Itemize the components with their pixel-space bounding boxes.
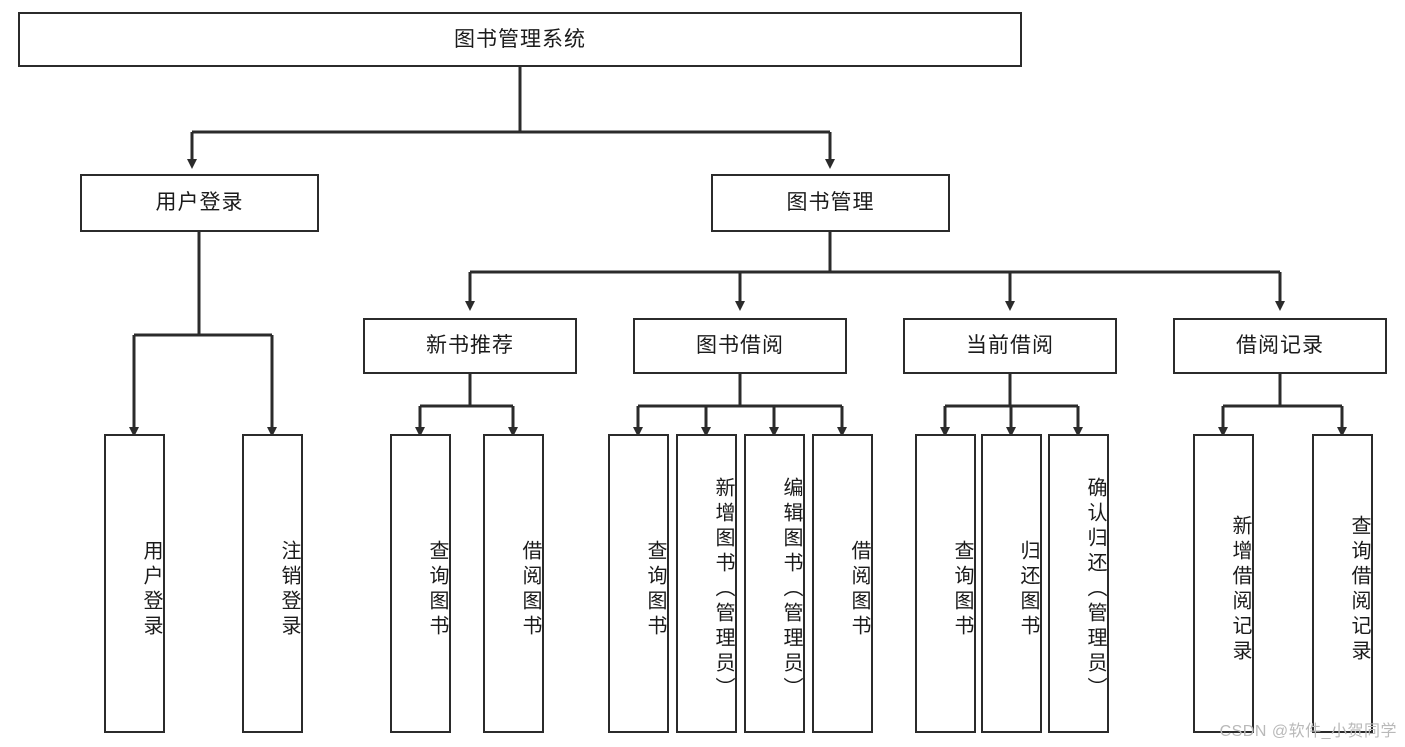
leaf-current-confirm-return[interactable]: 确认归还（管理员） (1048, 434, 1109, 733)
node-label: 编辑图书（管理员） (780, 477, 802, 702)
node-label: 图书借阅 (696, 334, 784, 358)
leaf-borrow-query-book[interactable]: 查询图书 (608, 434, 669, 733)
node-label: 借阅图书 (519, 539, 541, 640)
node-label: 查询图书 (426, 539, 448, 640)
node-label: 当前借阅 (966, 334, 1054, 358)
leaf-record-add-record[interactable]: 新增借阅记录 (1193, 434, 1254, 733)
node-label: 注销登录 (278, 539, 300, 640)
node-current-borrow[interactable]: 当前借阅 (903, 318, 1117, 374)
node-label: 归还图书 (1017, 539, 1039, 640)
node-label: 新书推荐 (426, 334, 514, 358)
leaf-borrow-add-book[interactable]: 新增图书（管理员） (676, 434, 737, 733)
node-book-borrow[interactable]: 图书借阅 (633, 318, 847, 374)
node-label: 新增图书（管理员） (712, 477, 734, 702)
leaf-user-login-login[interactable]: 用户登录 (104, 434, 165, 733)
leaf-borrow-edit-book[interactable]: 编辑图书（管理员） (744, 434, 805, 733)
node-label: 图书管理 (786, 191, 875, 215)
leaf-current-query-book[interactable]: 查询图书 (915, 434, 976, 733)
leaf-recommend-borrow-book[interactable]: 借阅图书 (483, 434, 544, 733)
node-label: 查询图书 (951, 539, 973, 640)
leaf-user-login-logout[interactable]: 注销登录 (242, 434, 303, 733)
leaf-recommend-query-book[interactable]: 查询图书 (390, 434, 451, 733)
node-label: 新增借阅记录 (1229, 514, 1251, 665)
node-new-book-recommend[interactable]: 新书推荐 (363, 318, 577, 374)
leaf-borrow-borrow-book[interactable]: 借阅图书 (812, 434, 873, 733)
node-label: 确认归还（管理员） (1084, 477, 1106, 702)
node-label: 图书管理系统 (454, 27, 586, 51)
node-label: 查询借阅记录 (1348, 514, 1370, 665)
node-borrow-record[interactable]: 借阅记录 (1173, 318, 1387, 374)
node-label: 查询图书 (644, 539, 666, 640)
node-label: 借阅图书 (848, 539, 870, 640)
node-label: 用户登录 (155, 191, 244, 215)
node-book-management[interactable]: 图书管理 (711, 174, 950, 232)
node-label: 用户登录 (140, 539, 162, 640)
leaf-record-query-record[interactable]: 查询借阅记录 (1312, 434, 1373, 733)
node-user-login[interactable]: 用户登录 (80, 174, 319, 232)
leaf-current-return-book[interactable]: 归还图书 (981, 434, 1042, 733)
node-root[interactable]: 图书管理系统 (18, 12, 1022, 67)
watermark: CSDN @软件_小贺同学 (1219, 723, 1397, 740)
node-label: 借阅记录 (1236, 334, 1324, 358)
